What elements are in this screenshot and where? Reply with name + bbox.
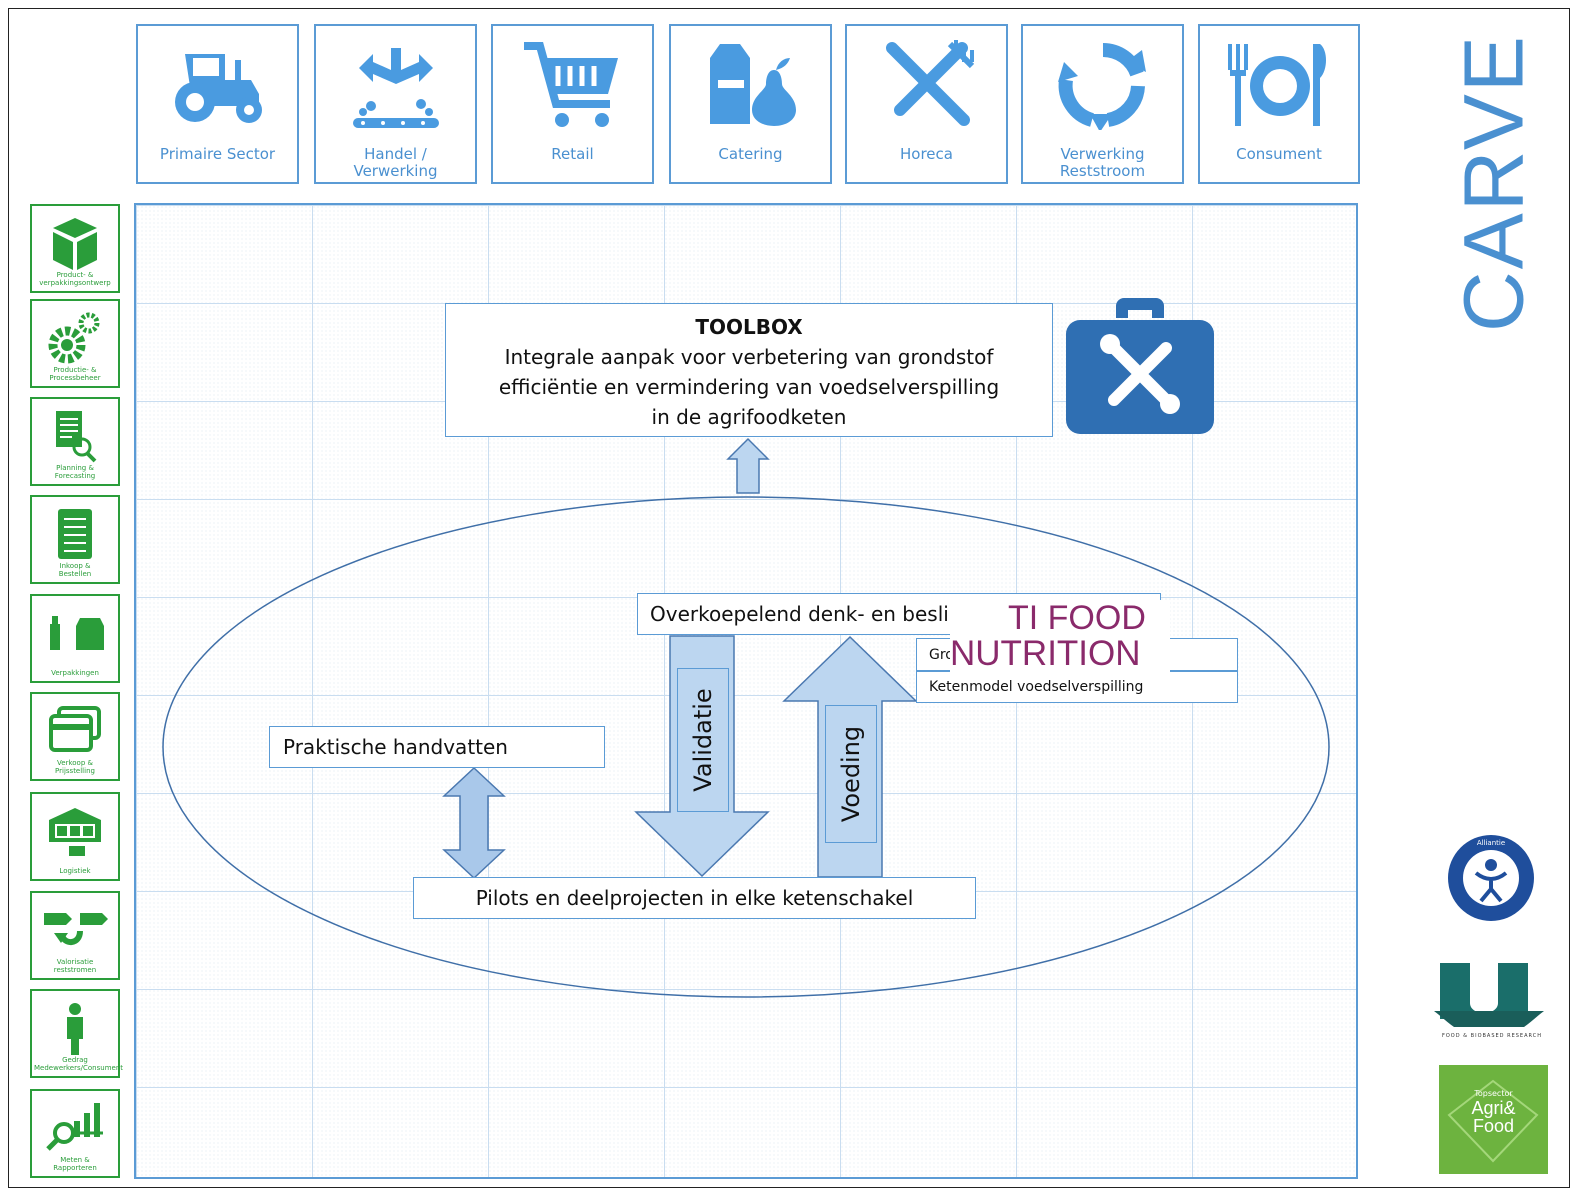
overkoepelend-text: Overkoepelend denk- en besli [650,602,949,626]
topsector-outline-icon [1447,1079,1539,1163]
topsector-main1: Agri& [1471,1098,1516,1118]
pilots-text: Pilots en deelprojecten in elke ketensch… [475,886,914,910]
chain-ellipse [162,496,1330,998]
module-label: Valorisatie reststromen [53,958,97,974]
toolbox-line1: Integrale aanpak voor verbetering van gr… [504,345,994,369]
module-label: Verpakkingen [51,669,99,677]
warehouse-icon [49,808,101,856]
sector-label: Retail [551,145,594,163]
validatie-label: Validatie [689,688,717,792]
module-card-valorisatie[interactable]: Valorisatie reststromen [30,891,120,980]
ketenmodel-text: Ketenmodel voedselverspilling [929,679,1144,695]
toolbox-box: TOOLBOX Integrale aanpak voor verbeterin… [445,303,1053,437]
module-card-verpakkingen[interactable]: Verpakkingen [30,594,120,683]
ketenmodel-box: Ketenmodel voedselverspilling [916,671,1238,703]
wur-logo [1420,963,1564,1034]
arrows-icon [44,913,108,945]
sector-label: Horeca [900,145,953,163]
gro-text: Gro [929,647,954,663]
module-label: Meten & Rapporteren [53,1156,97,1172]
module-card-logistiek[interactable]: Logistiek [30,792,120,881]
double-arrow [442,766,506,880]
up-arrow-to-toolbox [726,437,770,494]
praktische-box: Praktische handvatten [269,726,605,768]
carve-text: CARVE [1446,34,1541,332]
module-label: Inkoop & Bestellen [58,562,92,578]
module-card-gedrag[interactable]: Gedrag Medewerkers/Consument [30,989,123,1078]
sector-label: Primaire Sector [159,145,276,163]
toolbox-icon [1066,298,1214,434]
sector-card-verwerking-reststroom[interactable]: Verwerking Reststroom [1021,24,1184,184]
module-card-productie[interactable]: Productie- & Processbeheer [30,299,120,388]
toolbox-line3: in de agrifoodketen [651,405,847,429]
chart-magnifier-icon [46,1103,103,1151]
sector-label: Handel / Verwerking [353,145,438,180]
module-label: Planning & Forecasting [54,464,96,480]
module-card-verkoop[interactable]: Verkoop & Prijsstelling [30,692,120,781]
carve-title: CARVE [1444,18,1544,348]
tifn-line2: NUTRITION [950,634,1141,673]
person-icon [67,1003,83,1055]
module-label: Product- & verpakkingsontwerp [39,271,111,287]
sector-card-primaire-sector[interactable]: Primaire Sector [136,24,299,184]
sector-card-catering[interactable]: Catering [669,24,832,184]
sector-card-handel[interactable]: Handel / Verwerking [314,24,477,184]
tractor-icon [174,54,262,123]
topsector-main2: Food [1472,1116,1515,1136]
tifn-line1: TI FOOD [1008,599,1146,637]
praktische-text: Praktische handvatten [283,735,508,759]
document-search-icon [56,411,97,463]
voeding-label: Voeding [837,725,865,823]
module-label: Logistiek [59,867,91,875]
sector-card-retail[interactable]: Retail [491,24,654,184]
sector-label: Catering [718,145,783,163]
tifn-logo: TI FOOD NUTRITION [950,600,1170,672]
outer-frame [8,8,1570,1188]
module-label: Gedrag Medewerkers/Consument [34,1056,123,1072]
validatie-arrow [634,635,770,878]
toolbox-title: TOOLBOX [695,315,803,339]
validatie-label-box: Validatie [677,668,729,812]
module-card-inkoop[interactable]: Inkoop & Bestellen [30,495,120,584]
notepad-icon [58,509,92,559]
packaging-icon [50,616,104,650]
topsector-small: Topsector [1474,1089,1513,1098]
recycle-icon [1057,42,1146,130]
conveyor-icon [352,48,439,128]
milk-pear-icon [709,44,796,126]
module-label: Verkoop & Prijsstelling [55,759,95,775]
topsector-logo: Topsector Agri& Food [1439,1065,1548,1174]
voeding-label-box: Voeding [825,705,877,843]
svg-text:Alliantie: Alliantie [1477,839,1505,847]
box-icon [53,218,97,270]
fork-knife-icon [885,40,974,126]
pilots-box: Pilots en deelprojecten in elke ketensch… [413,877,976,919]
module-card-productontwerp[interactable]: Product- & verpakkingsontwerp [30,204,120,293]
wur-text: FOOD & BIOBASED RESEARCH [1441,1033,1542,1039]
plate-cutlery-icon [1228,44,1326,126]
toolbox-line2: efficiëntie en vermindering van voedselv… [498,375,1000,399]
module-label: Productie- & Processbeheer [49,366,101,382]
module-card-planning[interactable]: Planning & Forecasting [30,397,120,486]
cards-icon [49,706,101,752]
sector-label: Consument [1236,145,1322,163]
voeding-arrow [782,635,918,878]
sector-card-horeca[interactable]: Horeca [845,24,1008,184]
sector-card-consument[interactable]: Consument [1198,24,1360,184]
shopping-cart-icon [523,42,618,127]
alliantie-logo: Alliantie [1448,835,1534,921]
sector-label: Verwerking Reststroom [1059,145,1146,180]
module-card-meten[interactable]: Meten & Rapporteren [30,1089,120,1178]
gears-icon [48,312,100,364]
